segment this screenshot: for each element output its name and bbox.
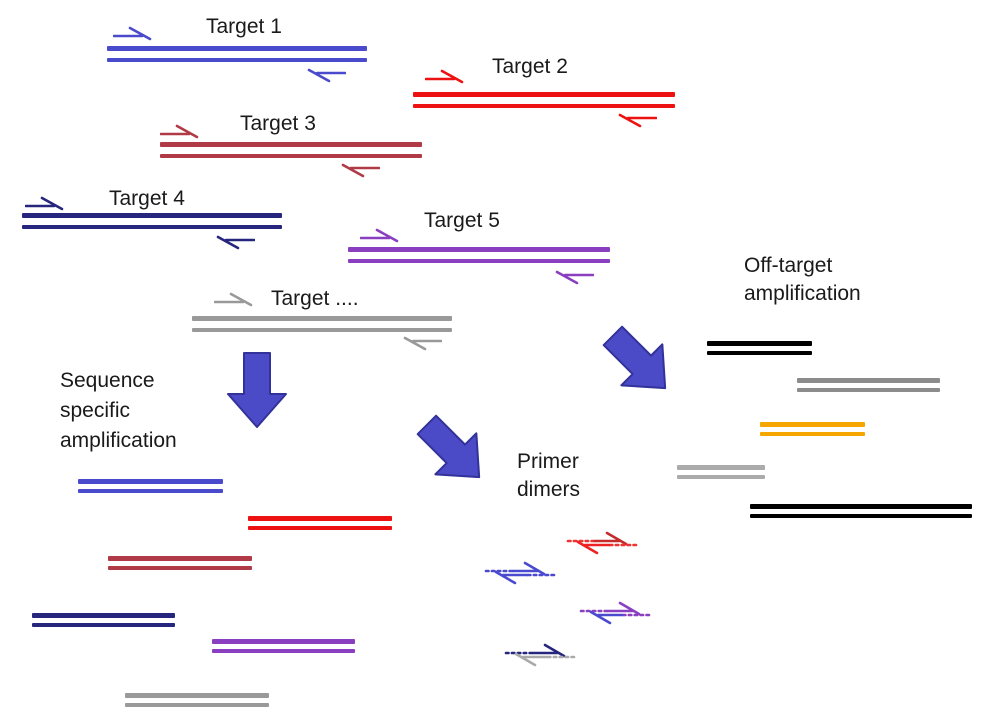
label-line: Primer (517, 450, 579, 473)
dimer-reverse-primer-icon (570, 540, 638, 556)
reverse-primer-icon (340, 163, 380, 179)
label-line: amplification (744, 282, 861, 305)
dsdna-strand (108, 565, 252, 570)
dimer-forward-primer-icon (484, 560, 552, 576)
dsdna-strand (413, 103, 675, 108)
target-2-dsdna (413, 92, 675, 108)
forward-primer-icon (160, 123, 200, 139)
dsdna-strand (797, 378, 940, 383)
reverse-primer-icon (617, 113, 657, 129)
product-target-1 (78, 479, 223, 495)
forward-primer-icon (360, 227, 400, 243)
target-etc-dsdna (192, 316, 452, 332)
dsdna-strand (22, 213, 282, 218)
dsdna-strand (212, 648, 355, 653)
target-2-label: Target 2 (492, 55, 568, 78)
label-line: amplification (60, 429, 177, 452)
dsdna-strand (125, 693, 269, 698)
dsdna-strand (677, 474, 765, 479)
label-line: dimers (517, 478, 581, 501)
dsdna-strand (677, 465, 765, 470)
sequence-specific-amplification-label: Sequence specific amplification (60, 366, 177, 456)
dsdna-strand (760, 422, 865, 427)
dsdna-strand (248, 525, 392, 530)
dsdna-strand (212, 639, 355, 644)
dsdna-strand (32, 613, 175, 618)
dimer-reverse-primer-icon (583, 610, 651, 626)
product-target-etc (125, 693, 269, 709)
forward-primer-icon (214, 291, 254, 307)
reverse-primer-icon (215, 235, 255, 251)
off-target-line-orange (760, 422, 865, 438)
off-target-line-gray-1 (797, 378, 940, 394)
dsdna-strand (160, 153, 422, 158)
forward-primer-icon (25, 195, 65, 211)
dimer-forward-primer-icon (504, 642, 572, 658)
dimer-pair-blue (484, 560, 560, 590)
off-target-amplification-label: Off-target amplification (744, 252, 861, 308)
dsdna-strand (760, 431, 865, 436)
dsdna-strand (797, 387, 940, 392)
dsdna-strand (22, 224, 282, 229)
dsdna-strand (348, 258, 610, 263)
dsdna-strand (160, 142, 422, 147)
block-arrow-down-sequence-specific (227, 352, 287, 428)
label-line: Sequence (60, 369, 155, 392)
dsdna-strand (248, 516, 392, 521)
forward-primer-icon (113, 25, 153, 41)
dsdna-strand (750, 504, 972, 509)
product-target-3 (108, 556, 252, 572)
target-1-dsdna (107, 46, 367, 62)
product-target-4 (32, 613, 175, 629)
forward-primer-icon (425, 68, 465, 84)
target-3-dsdna (160, 142, 422, 158)
reverse-primer-icon (402, 336, 442, 352)
off-target-line-gray-2 (677, 465, 765, 481)
dsdna-strand (707, 341, 812, 346)
dimer-pair-red (566, 530, 642, 560)
off-target-line-black-2 (750, 504, 972, 520)
dsdna-strand (108, 556, 252, 561)
dsdna-strand (107, 46, 367, 51)
off-target-line-black-1 (707, 341, 812, 357)
dsdna-strand (78, 479, 223, 484)
dimer-pair-purple-blue (579, 600, 655, 630)
target-1-label: Target 1 (206, 15, 282, 38)
target-5-label: Target 5 (424, 209, 500, 232)
dimer-reverse-primer-icon (508, 652, 576, 668)
target-4-label: Target 4 (109, 187, 185, 210)
product-target-5 (212, 639, 355, 655)
target-4-dsdna (22, 213, 282, 229)
dsdna-strand (348, 247, 610, 252)
dimer-forward-primer-icon (579, 600, 647, 616)
target-3-label: Target 3 (240, 112, 316, 135)
dsdna-strand (78, 488, 223, 493)
dimer-reverse-primer-icon (488, 570, 556, 586)
label-line: specific (60, 399, 131, 422)
dimer-forward-primer-icon (566, 530, 634, 546)
dsdna-strand (750, 513, 972, 518)
dsdna-strand (192, 327, 452, 332)
dsdna-strand (125, 702, 269, 707)
product-target-2 (248, 516, 392, 532)
target-5-dsdna (348, 247, 610, 263)
reverse-primer-icon (554, 270, 594, 286)
dsdna-strand (707, 350, 812, 355)
dimer-pair-navy-gray (504, 642, 580, 672)
dsdna-strand (192, 316, 452, 321)
label-line: Off-target (744, 254, 833, 277)
dsdna-strand (107, 57, 367, 62)
block-arrow-diagonal-primer-dimers (405, 403, 501, 499)
reverse-primer-icon (306, 68, 346, 84)
dsdna-strand (413, 92, 675, 97)
block-arrow-diagonal-off-target (591, 314, 687, 410)
primer-dimers-label: Primer dimers (517, 448, 580, 504)
dsdna-strand (32, 622, 175, 627)
target-etc-label: Target .... (271, 287, 359, 310)
